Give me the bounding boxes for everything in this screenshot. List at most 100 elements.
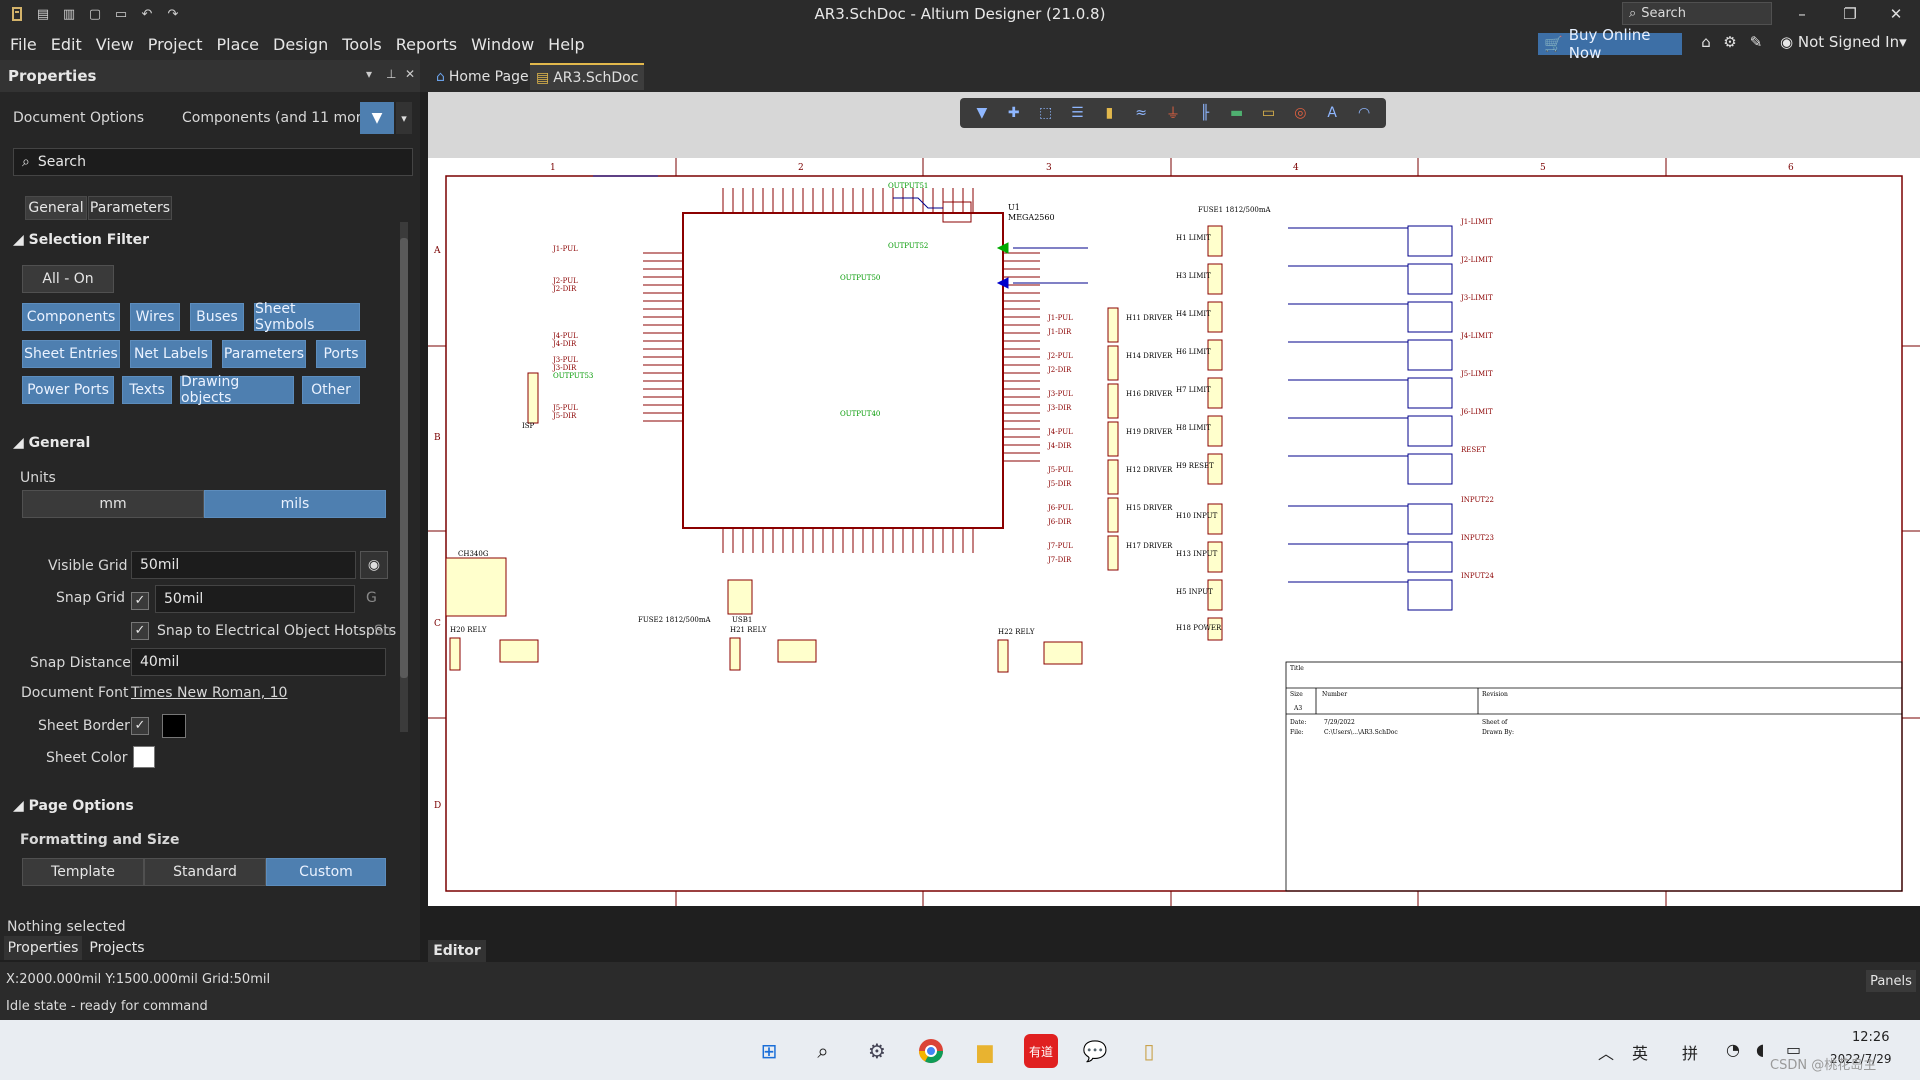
panel-close-icon[interactable]: ✕ <box>405 67 416 81</box>
gear-icon[interactable]: ⚙ <box>1723 33 1737 51</box>
close-window-button[interactable]: ✕ <box>1889 5 1903 23</box>
save-all-icon[interactable]: ▥ <box>62 6 76 22</box>
port-icon[interactable]: ▭ <box>1261 105 1276 121</box>
wire-icon[interactable]: ≈ <box>1135 105 1147 121</box>
sheet-color-swatch[interactable] <box>133 746 155 768</box>
tab-parameters[interactable]: Parameters <box>88 196 172 220</box>
bottom-tab-properties[interactable]: Properties <box>4 936 82 960</box>
minimize-button[interactable]: – <box>1798 5 1806 23</box>
filter-drawing-objects-button[interactable]: Drawing objects <box>180 374 294 406</box>
units-mm-button[interactable]: mm <box>22 490 204 518</box>
snap-grid-input[interactable]: 50mil <box>155 585 355 613</box>
filter-parameters-button[interactable]: Parameters <box>222 340 306 368</box>
open-folder-icon[interactable]: ▭ <box>114 6 128 22</box>
sheet-symbol-icon[interactable]: ▬ <box>1230 105 1244 121</box>
new-document-icon[interactable]: ▢ <box>88 6 102 22</box>
chevron-up-icon[interactable]: ︿ <box>1598 1044 1615 1063</box>
redo-icon[interactable]: ↷ <box>167 6 179 22</box>
eye-icon[interactable]: ◉ <box>360 551 388 579</box>
text-icon[interactable]: A <box>1327 105 1337 121</box>
panel-scrollbar-thumb[interactable] <box>400 238 408 678</box>
sheet-border-checkbox[interactable]: ✓ <box>131 717 149 735</box>
menu-edit[interactable]: Edit <box>50 34 82 54</box>
tab-general[interactable]: General <box>25 196 87 220</box>
clock-date[interactable]: 2022/7/29 <box>1830 1052 1892 1066</box>
filter-buses-button[interactable]: Buses <box>190 303 244 331</box>
search-icon[interactable]: ⌕ <box>817 1039 829 1063</box>
filter-power-ports-button[interactable]: Power Ports <box>22 376 114 404</box>
page-template-button[interactable]: Template <box>22 858 144 886</box>
move-icon[interactable]: ✚ <box>1007 105 1020 121</box>
selection-filter-heading[interactable]: ◢ Selection Filter <box>13 232 149 248</box>
directive-icon[interactable]: ◎ <box>1294 105 1307 121</box>
restore-button[interactable]: ❐ <box>1843 5 1857 23</box>
windows-start-icon[interactable]: ⊞ <box>760 1039 778 1063</box>
panel-search-input[interactable]: ⌕ Search <box>13 148 413 176</box>
home-icon[interactable]: ⌂ <box>1701 33 1711 51</box>
bottom-tab-projects[interactable]: Projects <box>89 940 145 956</box>
sign-in-menu[interactable]: ◉ Not Signed In▾ <box>1780 33 1907 51</box>
panel-menu-icon[interactable]: ▾ <box>366 67 373 81</box>
altium-taskbar-icon[interactable]: ▯ <box>1143 1039 1155 1063</box>
page-options-heading[interactable]: ◢ Page Options <box>13 798 134 814</box>
page-custom-button[interactable]: Custom <box>266 858 386 886</box>
file-explorer-icon[interactable]: ▆ <box>977 1039 993 1063</box>
page-standard-button[interactable]: Standard <box>144 858 266 886</box>
filter-icon[interactable]: ▼ <box>976 105 988 121</box>
arc-icon[interactable]: ◠ <box>1357 105 1371 121</box>
youdao-icon[interactable]: 有道 <box>1024 1034 1058 1068</box>
tab-home-page[interactable]: ⌂Home Page <box>430 63 535 90</box>
all-on-button[interactable]: All - On <box>22 265 114 293</box>
save-icon[interactable]: ▤ <box>36 6 50 22</box>
notifications-icon[interactable]: ✎ <box>1749 33 1763 51</box>
wechat-icon[interactable]: 💬 <box>1082 1039 1108 1063</box>
snap-grid-checkbox[interactable]: ✓ <box>131 592 149 610</box>
menu-help[interactable]: Help <box>548 34 585 54</box>
ime-english-indicator[interactable]: 英 <box>1632 1044 1649 1063</box>
units-mils-button[interactable]: mils <box>204 490 386 518</box>
tab-ar3-schdoc[interactable]: ▤AR3.SchDoc <box>530 63 645 90</box>
align-icon[interactable]: ☰ <box>1071 105 1084 121</box>
document-font-link[interactable]: Times New Roman, 10 <box>131 685 288 701</box>
filter-wires-button[interactable]: Wires <box>130 303 180 331</box>
undo-icon[interactable]: ↶ <box>141 6 153 22</box>
menu-place[interactable]: Place <box>216 34 260 54</box>
global-search[interactable]: ⌕ Search <box>1622 2 1772 25</box>
ime-pinyin-indicator[interactable]: 拼 <box>1682 1044 1699 1063</box>
menu-view[interactable]: View <box>95 34 134 54</box>
buy-online-button[interactable]: 🛒 Buy Online Now <box>1538 26 1682 62</box>
sheet-border-color-swatch[interactable] <box>162 714 186 738</box>
filter-dropdown[interactable]: ▾ <box>396 102 412 134</box>
general-heading[interactable]: ◢ General <box>13 435 90 451</box>
menu-design[interactable]: Design <box>273 34 329 54</box>
harness-icon[interactable]: ╟ <box>1200 105 1210 121</box>
filter-net-labels-button[interactable]: Net Labels <box>130 340 212 368</box>
volume-icon[interactable]: ◖ <box>1756 1040 1765 1059</box>
menu-window[interactable]: Window <box>471 34 535 54</box>
filter-sheet-symbols-button[interactable]: Sheet Symbols <box>254 301 360 333</box>
panels-button[interactable]: Panels <box>1866 970 1916 992</box>
filter-button[interactable]: ▼ <box>360 102 394 134</box>
component-icon[interactable]: ▮ <box>1105 105 1114 121</box>
pin-icon[interactable]: ⊥ <box>386 67 397 81</box>
filter-sheet-entries-button[interactable]: Sheet Entries <box>22 340 120 368</box>
chrome-icon[interactable] <box>914 1034 948 1068</box>
filter-ports-button[interactable]: Ports <box>316 340 366 368</box>
settings-icon[interactable]: ⚙ <box>868 1039 886 1063</box>
editor-tab[interactable]: Editor <box>428 940 486 962</box>
visible-grid-input[interactable]: 50mil <box>131 551 356 579</box>
filter-texts-button[interactable]: Texts <box>122 376 172 404</box>
menu-reports[interactable]: Reports <box>395 34 458 54</box>
schematic-sheet[interactable]: 1 2 3 4 5 6 A B C D U1 MEGA2560 J1-PUL J… <box>428 158 1920 906</box>
menu-project[interactable]: Project <box>147 34 203 54</box>
menu-tools[interactable]: Tools <box>342 34 382 54</box>
snap-hotspots-checkbox[interactable]: ✓ <box>131 622 149 640</box>
power-port-icon[interactable]: ⏚ <box>1165 106 1180 122</box>
battery-icon[interactable]: ▭ <box>1786 1040 1802 1059</box>
clock-time[interactable]: 12:26 <box>1852 1030 1890 1045</box>
wifi-icon[interactable]: ◔ <box>1726 1040 1740 1059</box>
select-area-icon[interactable]: ⬚ <box>1038 105 1053 121</box>
snap-distance-input[interactable]: 40mil <box>131 648 386 676</box>
filter-components-button[interactable]: Components <box>22 303 120 331</box>
filter-other-button[interactable]: Other <box>302 376 360 404</box>
